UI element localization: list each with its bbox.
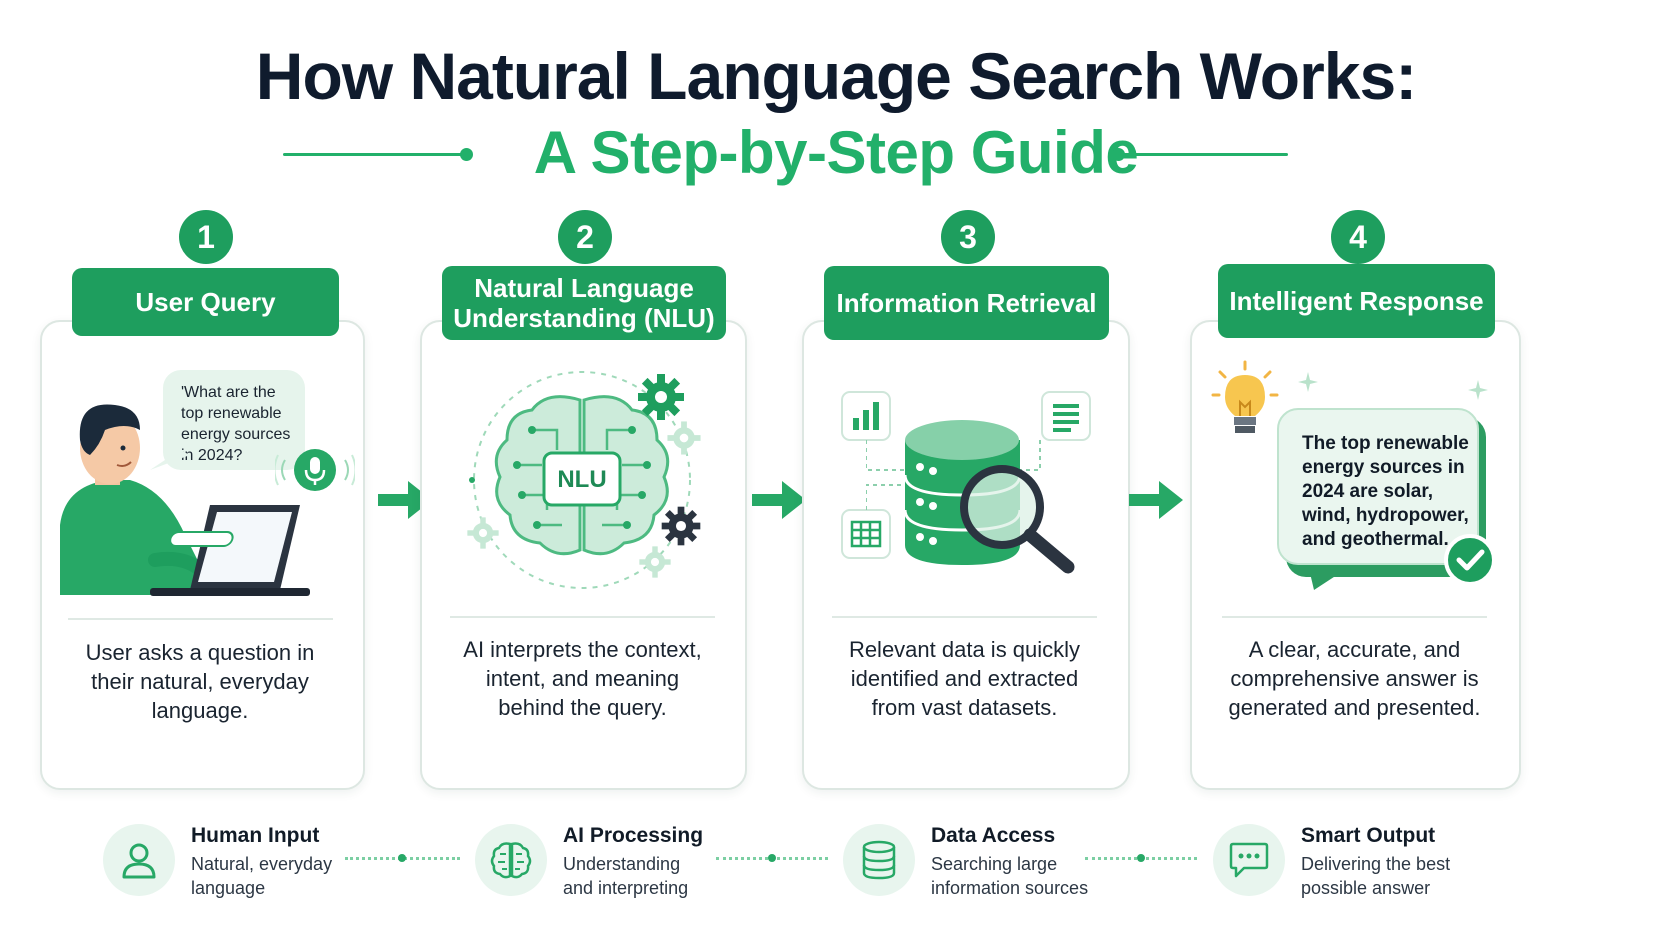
step-4-number: 4 [1331, 210, 1385, 264]
nlu-chip-label: NLU [557, 466, 607, 493]
brain-icon [475, 824, 547, 896]
lightbulb-icon [1211, 360, 1279, 433]
brain-circuit-icon [469, 371, 691, 589]
bubble-tail [150, 450, 190, 470]
step-4-divider [1222, 616, 1487, 618]
arrow-right-icon-2 [752, 481, 806, 519]
person-at-laptop-icon [60, 404, 310, 596]
microphone-icon [275, 449, 355, 491]
chat-bubble-icon [1213, 824, 1285, 896]
table-icon [841, 509, 891, 559]
arrow-right-icon-3 [1129, 481, 1183, 519]
subtitle-line-left [283, 153, 463, 156]
step-1-number: 1 [179, 210, 233, 264]
footer-connector-dot-3 [1137, 854, 1145, 862]
subtitle-row: A Step-by-Step Guide [0, 118, 1672, 188]
step-2-description: AI interprets the context, intent, and m… [463, 637, 702, 720]
database-icon [903, 420, 1075, 574]
gear-icon-dark [661, 506, 701, 546]
sparkle-icon [1298, 372, 1488, 400]
gear-icon [638, 374, 684, 420]
step-1-divider [68, 618, 333, 620]
connector-lines [866, 440, 1041, 510]
database-icon [843, 824, 915, 896]
subtitle-dot-right [1112, 148, 1125, 161]
user-query-bubble-text: 'What are the top renewable energy sourc… [181, 384, 291, 464]
step-2-number: 2 [558, 210, 612, 264]
footer-connector-dot-2 [768, 854, 776, 862]
step-4-description: A clear, accurate, and comprehensive ans… [1228, 637, 1481, 720]
page-subtitle: A Step-by-Step Guide [533, 119, 1139, 186]
step-1-description: User asks a question in their natural, e… [85, 640, 315, 723]
footer-connector-dot-1 [398, 854, 406, 862]
footer-title: Smart Output [1301, 824, 1436, 847]
step-2-divider [450, 616, 715, 618]
footer-title: Human Input [191, 824, 320, 847]
bar-chart-icon [841, 391, 891, 441]
page-title: How Natural Language Search Works: [255, 39, 1417, 113]
subtitle-line-right [1122, 153, 1288, 156]
gear-icon-light-bottom [639, 546, 671, 578]
subtitle-dot-left [460, 148, 473, 161]
step-3-number: 3 [941, 210, 995, 264]
document-icon [1041, 391, 1091, 441]
answer-bubble-icon [1277, 408, 1496, 590]
footer-title: Data Access [931, 824, 1056, 847]
answer-text: The top renewable energy sources in 2024… [1302, 433, 1469, 550]
step-1-title: User Query [72, 268, 339, 336]
step-3-description: Relevant data is quickly identified and … [848, 637, 1081, 720]
step-3-title: Information Retrieval [824, 266, 1109, 340]
step-4-title: Intelligent Response [1218, 264, 1495, 338]
arrow-right-icon [378, 481, 432, 519]
speech-bubble-icon: 'What are the top renewable energy sourc… [163, 370, 305, 470]
footer-title: AI Processing [563, 824, 704, 847]
step-3-divider [832, 616, 1097, 618]
gear-icon-small [667, 421, 701, 455]
person-icon [103, 824, 175, 896]
gear-icon-light [467, 517, 499, 549]
step-2-title: Natural Language Understanding (NLU) [442, 266, 726, 340]
